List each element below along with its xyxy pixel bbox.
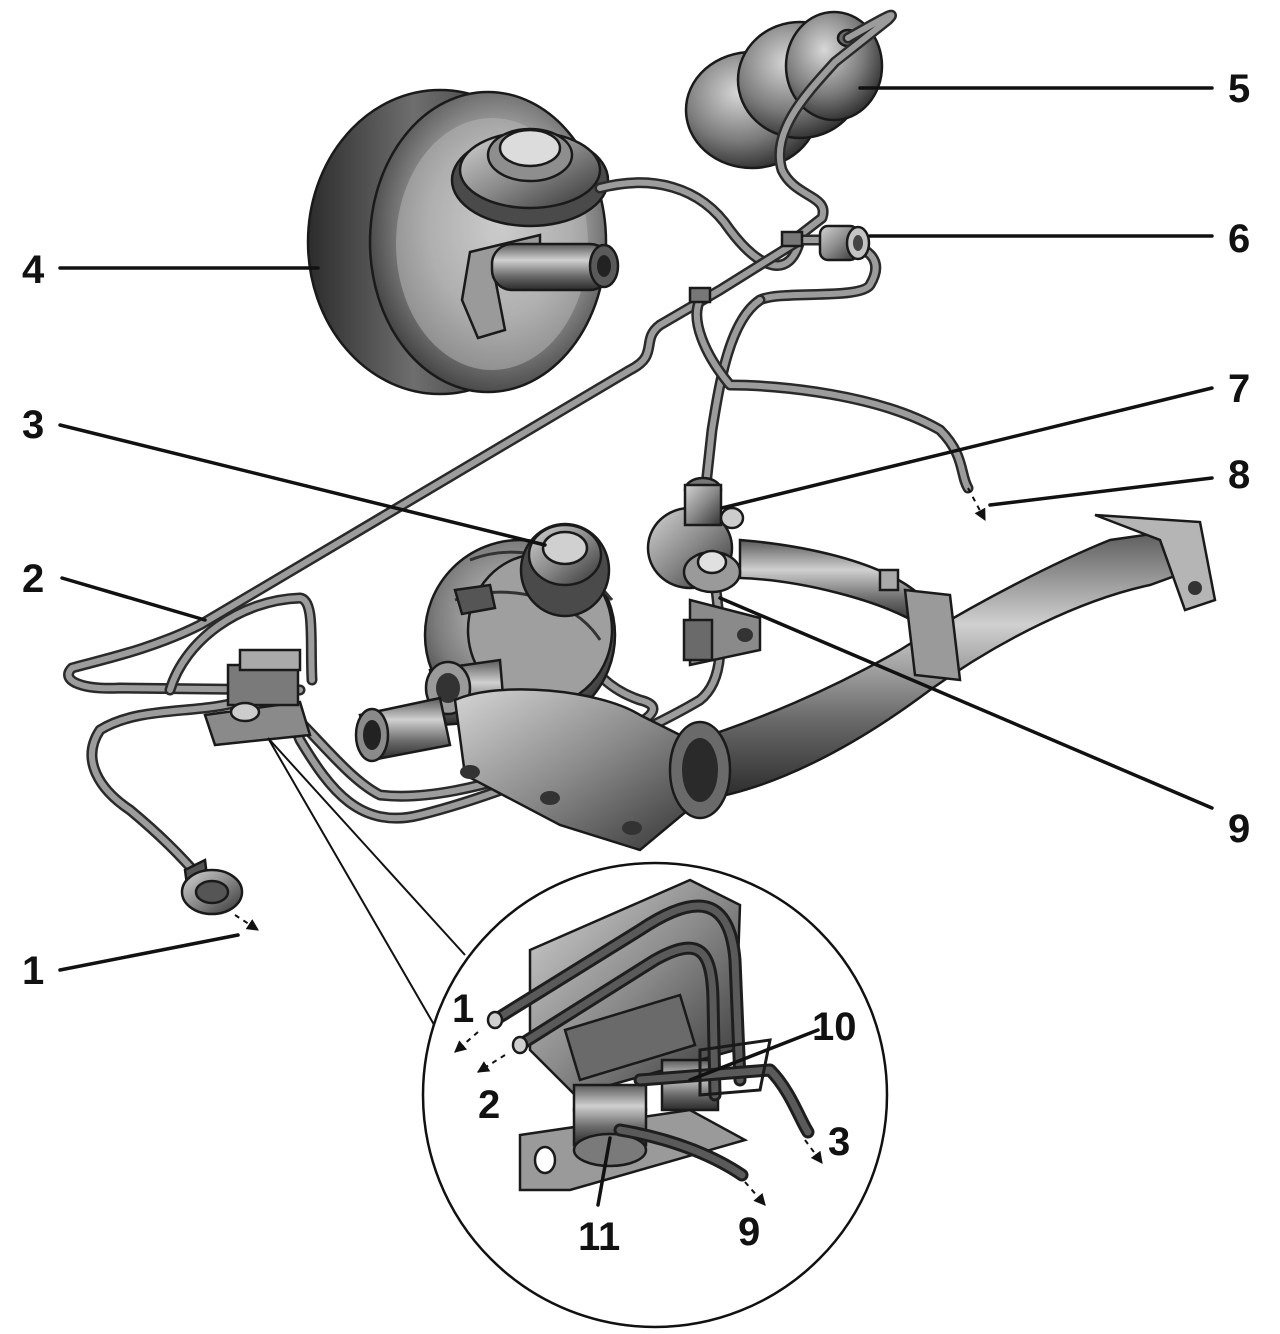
leader-8 <box>988 476 1214 507</box>
inset-solenoid-detail <box>486 878 815 1192</box>
leader-11 <box>596 1136 612 1207</box>
leader-3 <box>58 423 547 547</box>
vacuum-sensor <box>818 224 871 262</box>
inset-callout-9: 9 <box>738 1210 760 1254</box>
flow-arrows <box>234 487 986 1206</box>
callout-3: 3 <box>22 403 44 447</box>
solenoid-block <box>203 648 312 747</box>
brake-booster <box>306 88 620 396</box>
inset-pointers <box>267 737 466 1036</box>
inset-callout-10: 10 <box>812 1005 857 1049</box>
inset-callout-2: 2 <box>478 1083 500 1127</box>
callout-1: 1 <box>22 949 44 993</box>
callout-2: 2 <box>22 557 44 601</box>
turbocharger <box>354 522 702 852</box>
leader-10 <box>688 1028 820 1082</box>
inset-callout-3: 3 <box>828 1120 850 1164</box>
inset-callout-11: 11 <box>578 1215 620 1259</box>
leader-2 <box>60 576 207 622</box>
air-filter <box>180 858 244 916</box>
callout-7: 7 <box>1228 367 1250 411</box>
callout-4: 4 <box>22 248 45 292</box>
leader-9 <box>718 596 1214 810</box>
leader-7 <box>720 386 1214 510</box>
callout-labels: 1 2 3 4 5 6 7 8 9 1 2 3 9 10 11 <box>22 67 1250 1259</box>
leader-1 <box>58 933 240 972</box>
callout-9: 9 <box>1228 807 1250 851</box>
callout-8: 8 <box>1228 453 1250 497</box>
callout-6: 6 <box>1228 217 1250 261</box>
callout-5: 5 <box>1228 67 1250 111</box>
leader-lines <box>58 86 1214 1207</box>
egr-valve <box>646 476 962 682</box>
inset-callout-1: 1 <box>452 987 474 1031</box>
